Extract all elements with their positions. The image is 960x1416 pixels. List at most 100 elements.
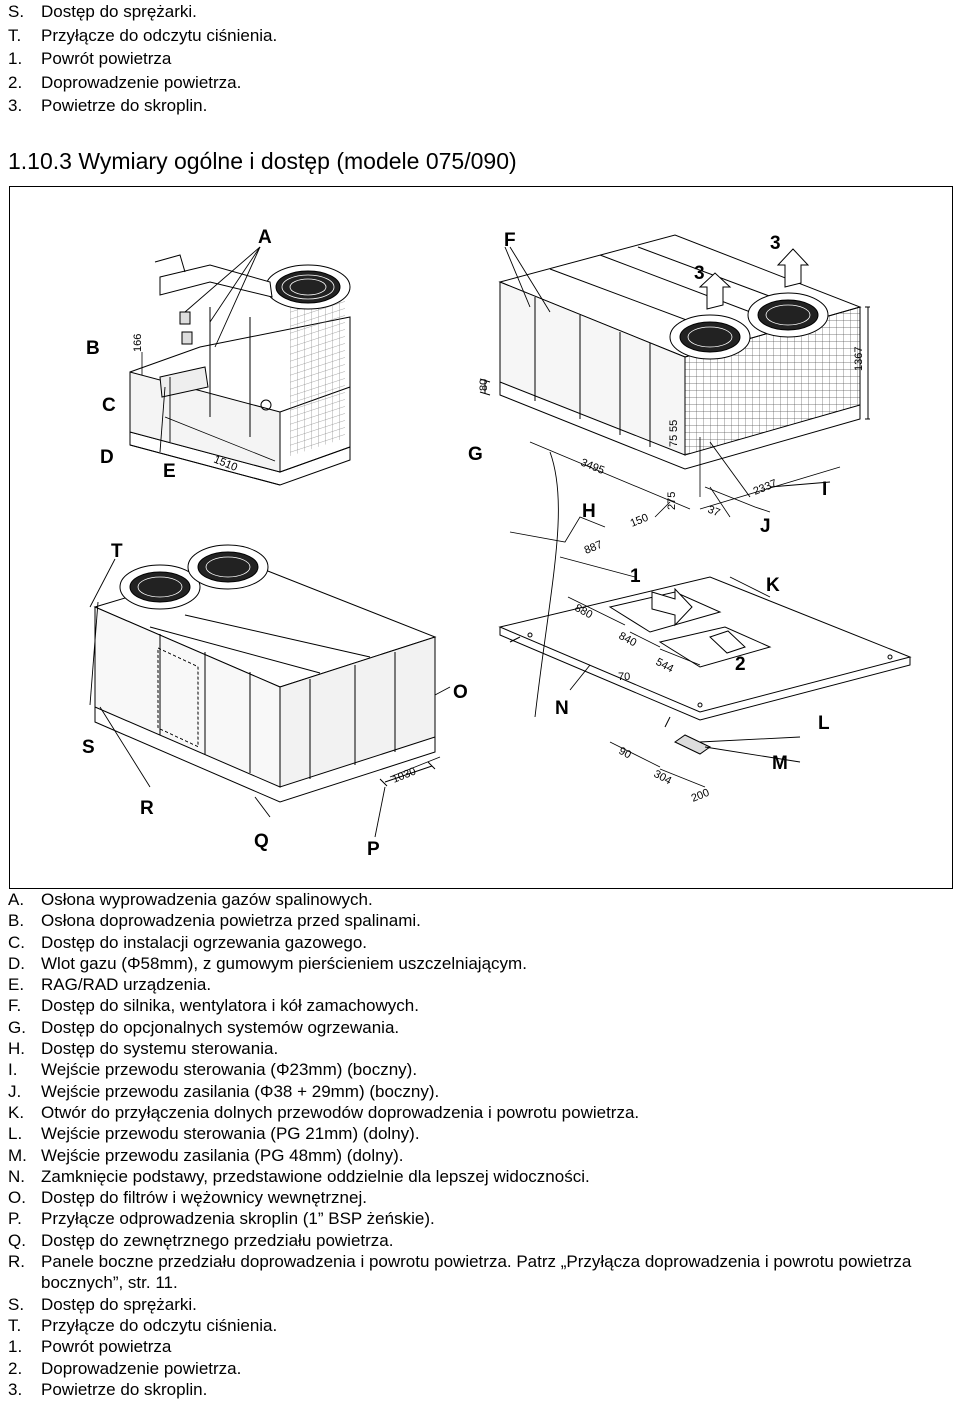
section-heading: 1.10.3 Wymiary ogólne i dostęp (modele 0… [8,148,517,174]
label-I: I [822,479,827,500]
legend-key: B. [8,911,25,931]
dim-37: 37 [706,504,722,520]
list-item: 1.Powrót powietrza [8,47,277,71]
legend-item: F. Dostęp do silnika, wentylatora i kół z… [8,995,948,1016]
list-key: 2. [8,72,23,92]
list-item: T.Przyłącze do odczytu ciśnienia. [8,24,277,48]
legend-key: G. [8,1017,26,1037]
dim-275: 275 [666,492,678,510]
leader-lines [89,246,831,838]
legend-text: Dostęp do silnika, wentylatora i kół zam… [41,996,419,1016]
legend-item: 1. Powrót powietrza [8,1336,948,1357]
legend-item: A. Osłona wyprowadzenia gazów spalinowych… [8,889,948,910]
legend-text: Wejście przewodu zasilania (Φ38 + 29mm) … [41,1081,440,1101]
label-N: N [555,698,569,719]
label-J: J [760,516,771,537]
list-item: 3. Powietrze do skroplin. [8,94,277,118]
unit-bottom-left [93,544,437,803]
list-key: 1. [8,49,23,68]
legend-item: D.Wlot gazu (Φ58mm), z gumowym pierścien… [8,953,948,974]
legend-item: R.Panele boczne przedziału doprowadzenia… [8,1251,948,1294]
label-T: T [111,541,123,562]
legend-text: Wejście przewodu zasilania (PG 48mm) (do… [41,1145,404,1165]
label-D: D [100,447,114,468]
dimension-figure: A F 3 3 B C D E G I H J T 1 K 2 O N L S … [9,186,953,889]
label-K: K [766,575,780,596]
legend-key: T. [8,1315,22,1335]
list-item: 2. Doprowadzenie powietrza. [8,71,277,95]
list-key: T. [8,25,22,45]
legend-item: K. Otwór do przyłączenia dolnych przewodó… [8,1102,948,1123]
label-M: M [772,753,788,774]
base-plate [498,576,912,755]
label-3b: 3 [770,233,781,254]
legend-text: Przyłącze do odczytu ciśnienia. [41,1315,278,1335]
legend-item: 3.Powietrze do skroplin. [8,1379,948,1400]
legend-item: B. Osłona doprowadzenia powietrza przed s… [8,910,948,931]
dim-887: 887 [583,539,605,557]
label-P: P [367,839,380,860]
legend-item: P.Przyłącze odprowadzenia skroplin (1” B… [8,1208,948,1229]
dim-1030: 1030 [391,765,418,785]
dim-166: 166 [132,334,144,352]
list-key: S. [8,2,25,21]
legend-text: Osłona doprowadzenia powietrza przed spa… [41,911,421,931]
legend-text: Doprowadzenie powietrza. [41,1358,242,1378]
label-1: 1 [630,566,641,587]
unit-top-right [479,234,870,470]
legend-text: Dostęp do instalacji ogrzewania gazowego… [41,932,368,952]
top-list: S.Dostęp do sprężarki. T.Przyłącze do od… [8,0,277,118]
legend-list: A. Osłona wyprowadzenia gazów spalinowych… [8,889,948,1400]
label-B: B [86,338,100,359]
legend-key: A. [8,890,25,909]
legend-text: Otwór do przyłączenia dolnych przewodów … [41,1102,640,1122]
dim-75: 75 [668,435,680,447]
legend-key: L. [8,1124,23,1144]
list-text: Powietrze do skroplin. [41,96,208,115]
legend-item: N. Zamknięcie podstawy, przedstawione odd… [8,1166,948,1187]
legend-key: F. [8,996,22,1016]
legend-key: S. [8,1294,25,1314]
legend-key: N. [8,1166,25,1186]
label-H: H [582,501,596,522]
legend-key: C. [8,932,25,952]
legend-key: 3. [8,1379,23,1399]
legend-text: Wejście przewodu sterowania (Φ23mm) (boc… [41,1060,418,1080]
legend-text: Dostęp do sprężarki. [41,1294,197,1314]
legend-key: M. [8,1145,27,1165]
dimension-lines [141,352,841,788]
legend-item: I.Wejście przewodu sterowania (Φ23mm) (b… [8,1059,948,1080]
list-key: 3. [8,96,23,115]
legend-key: K. [8,1102,25,1122]
unit-drawing: A F 3 3 B C D E G I H J T 1 K 2 O N L S … [82,227,912,860]
list-text: Doprowadzenie powietrza. [41,72,242,92]
label-C: C [102,395,116,416]
legend-item: T. Przyłącze do odczytu ciśnienia. [8,1315,948,1336]
legend-item: G.Dostęp do opcjonalnych systemów ogrzew… [8,1017,948,1038]
legend-item: S. Dostęp do sprężarki. [8,1294,948,1315]
legend-key: R. [8,1252,25,1272]
legend-item: O.Dostęp do filtrów i wężownicy wewnętrz… [8,1187,948,1208]
label-3a: 3 [694,263,705,284]
legend-text: Osłona wyprowadzenia gazów spalinowych. [41,890,373,909]
label-G: G [468,444,483,465]
legend-text: Przyłącze odprowadzenia skroplin (1” BSP… [41,1209,435,1229]
dim-150: 150 [629,512,651,530]
legend-text: Dostęp do filtrów i wężownicy wewnętrzne… [41,1188,367,1208]
dim-200: 200 [690,787,712,805]
legend-text: Powrót powietrza [41,1337,172,1357]
legend-item: J. Wejście przewodu zasilania (Φ38 + 29mm… [8,1081,948,1102]
legend-key: Q. [8,1230,26,1250]
legend-key: 1. [8,1337,23,1357]
dim-80: 80 [478,379,490,391]
dim-304: 304 [652,768,674,787]
label-R: R [140,798,154,819]
dim-3495: 3495 [579,457,606,477]
dim-70: 70 [618,671,630,683]
label-O: O [453,682,468,703]
legend-text: Zamknięcie podstawy, przedstawione oddzi… [41,1166,590,1186]
legend-key: J. [8,1081,22,1101]
legend-item: E.RAG/RAD urządzenia. [8,974,948,995]
legend-text: Dostęp do systemu sterowania. [41,1039,279,1059]
legend-item: Q.Dostęp do zewnętrznego przedziału powi… [8,1230,948,1251]
